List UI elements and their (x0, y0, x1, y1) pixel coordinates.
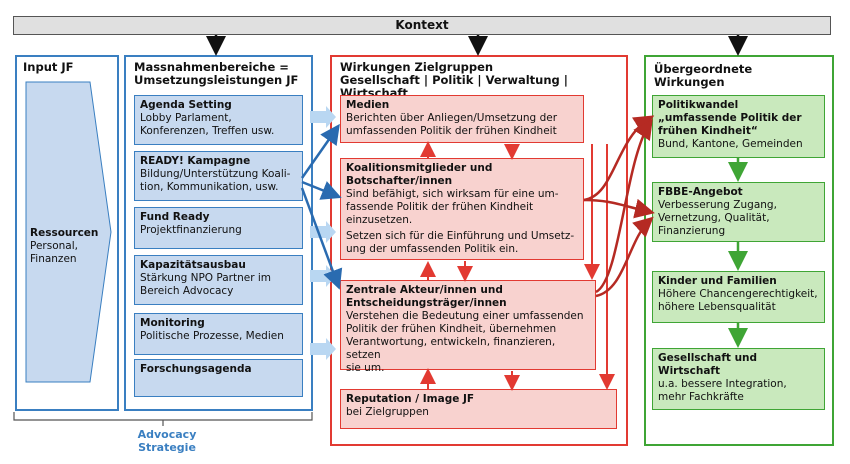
blue-arrow-medien (300, 123, 340, 179)
target-box-reputation: Reputation / Image JF bei Zielgruppen (340, 389, 617, 429)
context-label: Kontext (395, 18, 449, 32)
input-column: Input JF (15, 55, 119, 411)
target-text: sie um. (346, 362, 385, 374)
outcome-text: mehr Fachkräfte (658, 391, 744, 403)
targets-title-1: Wirkungen Zielgruppen (340, 60, 494, 74)
measure-box-kapazitaetsausbau: Kapazitätsausbau Stärkung NPO Partner im… (134, 255, 303, 305)
measure-title: Fund Ready (140, 211, 210, 223)
target-text: fassende Politik der frühen Kindheit (346, 201, 534, 213)
measure-text: Stärkung NPO Partner im (140, 272, 272, 284)
target-box-medien: Medien Berichten über Anliegen/Umsetzung… (340, 95, 584, 143)
outcome-text: höhere Lebensqualität (658, 301, 776, 313)
outcome-text: Finanzierung (658, 225, 726, 237)
context-bar: Kontext (13, 16, 831, 35)
target-text: ung der umfassenden Politik ein. (346, 243, 519, 255)
outcome-title: Wirtschaft (658, 365, 721, 377)
outcome-box-politikwandel: Politikwandel „umfassende Politik der fr… (652, 95, 825, 158)
outcome-text: Bund, Kantone, Gemeinden (658, 138, 803, 150)
advocacy-label: Advocacy Strategie (137, 428, 197, 454)
blue-arrow-akteure (300, 187, 343, 290)
outcome-box-fbbe: FBBE-Angebot Verbesserung Zugang, Vernet… (652, 182, 825, 242)
target-text: umfassenden Politik der frühen Kindheit (346, 125, 557, 137)
target-text: einzusetzen. (346, 214, 413, 226)
target-title: Entscheidungsträger/innen (346, 297, 507, 309)
measure-box-monitoring: Monitoring Politische Prozesse, Medien (134, 313, 303, 355)
target-title: Botschafter/innen (346, 175, 453, 187)
target-text: Verstehen die Bedeutung einer umfassende… (346, 310, 584, 322)
target-title: Koalitionsmitglieder und (346, 162, 493, 174)
resources-text-1: Personal, (30, 240, 78, 252)
outcome-box-gesellschaft-wirtschaft: Gesellschaft und Wirtschaft u.a. bessere… (652, 348, 825, 410)
target-title: Reputation / Image JF (346, 393, 475, 405)
light-arrow-4 (310, 338, 336, 360)
measure-box-agenda-setting: Agenda Setting Lobby Parlament, Konferen… (134, 95, 303, 145)
target-text: bei Zielgruppen (346, 406, 429, 418)
outcomes-column: Übergeordnete Wirkungen (644, 55, 834, 446)
outcomes-title: Übergeordnete Wirkungen (654, 62, 753, 89)
measure-title: Kapazitätsausbau (140, 259, 246, 271)
outcome-title: „umfassende Politik der (658, 112, 802, 124)
resources-title: Ressourcen (30, 227, 99, 239)
measure-text: Lobby Parlament, (140, 112, 232, 124)
outcome-title: Kinder und Familien (658, 275, 777, 287)
measure-text: Bereich Advocacy (140, 285, 234, 297)
target-title: Medien (346, 99, 390, 111)
resources-label: Ressourcen Personal, Finanzen (30, 227, 110, 266)
outcome-title: Politikwandel (658, 99, 739, 111)
input-title: Input JF (23, 60, 74, 74)
outcome-box-kinder-familien: Kinder und Familien Höhere Chancengerech… (652, 271, 825, 323)
outcome-title: FBBE-Angebot (658, 186, 743, 198)
outcome-title: frühen Kindheit“ (658, 125, 758, 137)
light-arrow-1 (310, 106, 336, 128)
measure-text: tion, Kommunikation, usw. (140, 181, 279, 193)
blue-arrow-koalition (301, 180, 342, 200)
target-text: Politik der frühen Kindheit, übernehmen (346, 323, 557, 335)
measure-text: Konferenzen, Treffen usw. (140, 125, 275, 137)
target-title: Zentrale Akteur/innen und (346, 284, 503, 296)
resources-text-2: Finanzen (30, 253, 77, 265)
measures-title-2: Umsetzungsleistungen JF (134, 73, 299, 87)
measure-box-forschungsagenda: Forschungsagenda (134, 359, 303, 397)
measure-box-ready-kampagne: READY! Kampagne Bildung/Unterstützung Ko… (134, 151, 303, 201)
measure-title: Forschungsagenda (140, 363, 252, 375)
measure-text: Bildung/Unterstützung Koali- (140, 168, 291, 180)
light-arrow-2 (310, 221, 336, 243)
target-text: Verantwortung, entwickeln, finanzieren, … (346, 336, 556, 361)
outcome-text: Vernetzung, Qualität, (658, 212, 770, 224)
target-box-akteure: Zentrale Akteur/innen und Entscheidungst… (340, 280, 596, 374)
target-text: Berichten über Anliegen/Umsetzung der (346, 112, 558, 124)
measure-box-fund-ready: Fund Ready Projektfinanzierung (134, 207, 303, 249)
measure-title: Agenda Setting (140, 99, 232, 111)
targets-column: Wirkungen Zielgruppen Gesellschaft | Pol… (330, 55, 628, 446)
measures-title-1: Massnahmenbereiche = (134, 60, 289, 74)
measure-title: READY! Kampagne (140, 155, 251, 167)
target-text: Setzen sich für die Einführung und Umset… (346, 230, 575, 242)
measure-text: Politische Prozesse, Medien (140, 330, 284, 342)
target-text: Sind befähigt, sich wirksam für eine um- (346, 188, 559, 200)
target-box-koalition: Koalitionsmitglieder und Botschafter/inn… (340, 158, 584, 260)
outcome-text: Verbesserung Zugang, (658, 199, 777, 211)
outcome-title: Gesellschaft und (658, 352, 758, 364)
outcome-text: u.a. bessere Integration, (658, 378, 787, 390)
measure-title: Monitoring (140, 317, 205, 329)
measure-text: Projektfinanzierung (140, 224, 242, 236)
outcome-text: Höhere Chancengerechtigkeit, (658, 288, 818, 300)
